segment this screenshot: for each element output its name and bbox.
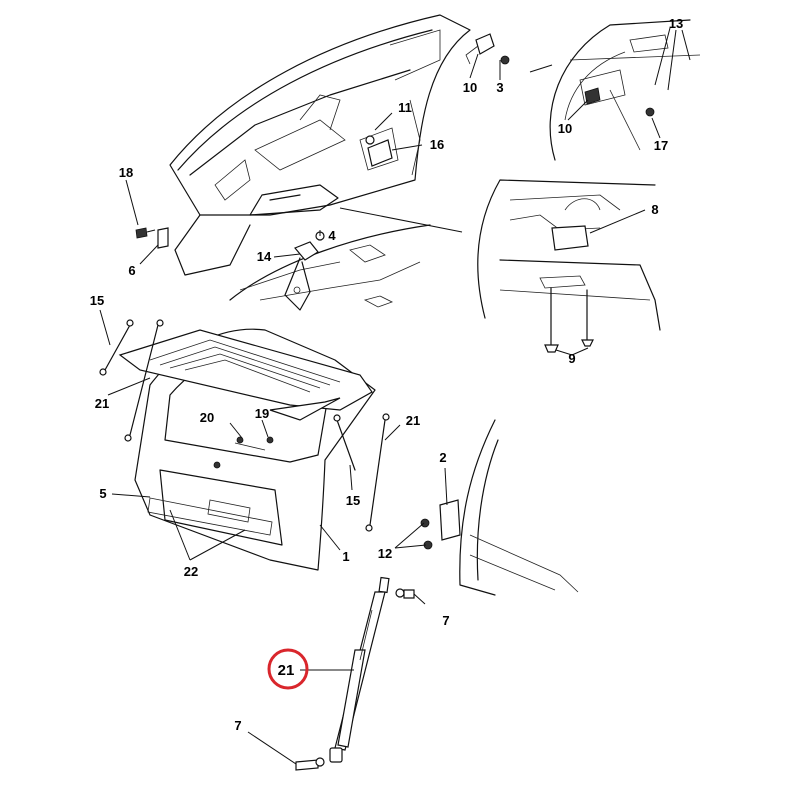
ball-stud-bolt-upper (395, 588, 426, 605)
callout-15-left: 15 (90, 293, 104, 308)
body-opening-drawing (135, 14, 510, 311)
callout-5: 5 (99, 486, 106, 501)
callout-1: 1 (342, 549, 349, 564)
callout-18: 18 (119, 165, 133, 180)
callout-21-highlighted: 21 (278, 662, 295, 679)
callout-11: 11 (398, 100, 412, 115)
leader-lines (99, 27, 691, 765)
callout-10-top: 10 (463, 80, 477, 95)
highlighted-callout-21: 21 (267, 648, 309, 690)
callout-21-right: 21 (406, 413, 420, 428)
prop-rods (99, 319, 390, 532)
callout-13: 13 (669, 16, 683, 31)
callout-16: 16 (430, 137, 444, 152)
callout-15-right: 15 (346, 493, 360, 508)
highlight-circle (267, 648, 309, 690)
callout-7-upper: 7 (442, 613, 449, 628)
latch-detail-inset (339, 179, 661, 353)
callout-7-lower: 7 (234, 718, 241, 733)
callout-20: 20 (200, 410, 214, 425)
callout-2: 2 (439, 450, 446, 465)
callout-9: 9 (568, 351, 575, 366)
callout-22: 22 (184, 564, 198, 579)
callout-8: 8 (651, 202, 658, 217)
callout-12: 12 (378, 546, 392, 561)
callout-4: 4 (328, 228, 336, 243)
callout-21-left: 21 (95, 396, 109, 411)
support-strut-21 (329, 576, 390, 763)
liftgate-drawing (118, 328, 376, 571)
callout-labels: 13 10 3 11 10 17 16 18 8 4 14 6 15 9 21 … (90, 16, 683, 733)
callout-10-inset: 10 (558, 121, 572, 136)
hinge-detail-inset (529, 19, 701, 161)
body-pillar-drawing (459, 419, 579, 596)
callout-3: 3 (496, 80, 503, 95)
callout-19: 19 (255, 406, 269, 421)
callout-17: 17 (654, 138, 668, 153)
callout-6: 6 (128, 263, 135, 278)
callout-14: 14 (257, 249, 272, 264)
hinge-assembly (420, 499, 461, 550)
ball-stud-bolt-lower (295, 757, 325, 771)
